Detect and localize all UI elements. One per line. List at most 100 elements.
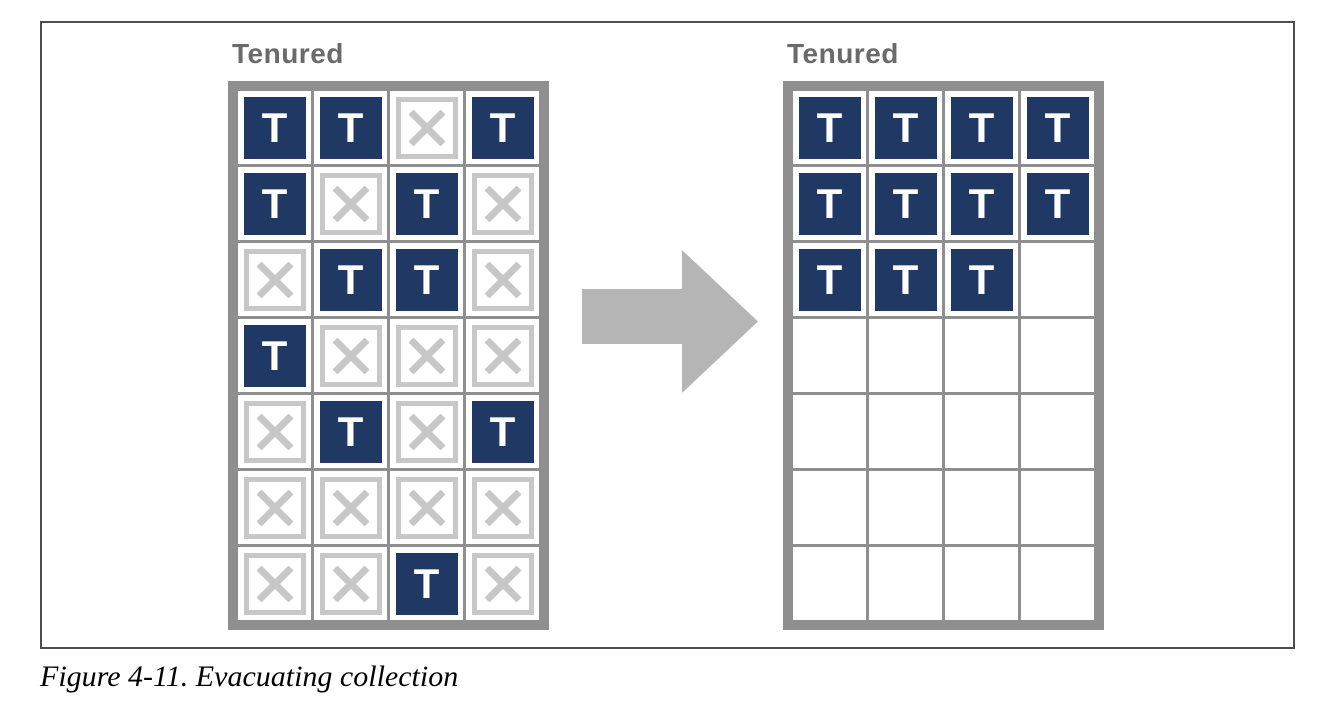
free-cell — [1021, 471, 1094, 544]
dead-object-x-icon — [319, 476, 382, 539]
tenured-object-cell: T — [793, 167, 866, 240]
tenured-object-square: T — [395, 248, 458, 311]
dead-object-cell — [466, 319, 539, 392]
tenured-object-square: T — [798, 172, 861, 235]
tenured-object-square: T — [243, 324, 306, 387]
free-cell — [793, 471, 866, 544]
free-cell — [1021, 243, 1094, 316]
dead-object-cell — [238, 395, 311, 468]
dead-object-x-icon — [395, 324, 458, 387]
dead-object-cell — [314, 471, 387, 544]
figure-caption: Figure 4-11. Evacuating collection — [40, 660, 459, 693]
tenured-object-square: T — [395, 552, 458, 615]
dead-object-cell — [238, 243, 311, 316]
free-cell — [793, 547, 866, 620]
dead-object-x-icon — [471, 248, 534, 311]
free-cell — [1021, 547, 1094, 620]
dead-object-cell — [314, 167, 387, 240]
tenured-object-cell: T — [869, 91, 942, 164]
dead-object-cell — [390, 395, 463, 468]
tenured-object-square: T — [874, 172, 937, 235]
dead-object-cell — [466, 471, 539, 544]
free-cell — [945, 319, 1018, 392]
dead-object-cell — [390, 471, 463, 544]
tenured-object-cell: T — [945, 91, 1018, 164]
dead-object-x-icon — [243, 248, 306, 311]
tenured-object-cell: T — [238, 167, 311, 240]
tenured-object-cell: T — [1021, 91, 1094, 164]
dead-object-x-icon — [471, 552, 534, 615]
tenured-object-square: T — [395, 172, 458, 235]
tenured-object-square: T — [319, 248, 382, 311]
tenured-object-cell: T — [390, 243, 463, 316]
tenured-object-square: T — [950, 96, 1013, 159]
tenured-object-square: T — [243, 172, 306, 235]
panel-title-after: Tenured — [787, 38, 899, 69]
dead-object-cell — [238, 471, 311, 544]
tenured-object-square: T — [1026, 96, 1089, 159]
free-cell — [869, 395, 942, 468]
tenured-object-square: T — [874, 96, 937, 159]
tenured-object-square: T — [471, 400, 534, 463]
tenured-object-cell: T — [390, 547, 463, 620]
free-cell — [793, 395, 866, 468]
panel-title-before: Tenured — [232, 38, 344, 69]
tenured-object-cell: T — [466, 91, 539, 164]
tenured-object-cell: T — [238, 319, 311, 392]
dead-object-x-icon — [319, 552, 382, 615]
dead-object-cell — [466, 547, 539, 620]
tenured-object-square: T — [319, 96, 382, 159]
tenured-object-cell: T — [314, 243, 387, 316]
dead-object-x-icon — [319, 172, 382, 235]
dead-object-cell — [390, 319, 463, 392]
dead-object-cell — [238, 547, 311, 620]
tenured-object-cell: T — [793, 243, 866, 316]
free-cell — [1021, 395, 1094, 468]
dead-object-x-icon — [471, 172, 534, 235]
free-cell — [869, 319, 942, 392]
dead-object-x-icon — [319, 324, 382, 387]
tenured-object-cell: T — [945, 167, 1018, 240]
dead-object-cell — [314, 547, 387, 620]
dead-object-x-icon — [395, 476, 458, 539]
tenured-object-square: T — [243, 96, 306, 159]
free-cell — [793, 319, 866, 392]
tenured-object-cell: T — [1021, 167, 1094, 240]
tenured-object-cell: T — [390, 167, 463, 240]
free-cell — [1021, 319, 1094, 392]
dead-object-x-icon — [395, 400, 458, 463]
tenured-object-square: T — [950, 248, 1013, 311]
dead-object-x-icon — [243, 400, 306, 463]
tenured-object-cell: T — [793, 91, 866, 164]
tenured-object-cell: T — [466, 395, 539, 468]
dead-object-cell — [314, 319, 387, 392]
dead-object-cell — [466, 167, 539, 240]
dead-object-cell — [390, 91, 463, 164]
free-cell — [945, 547, 1018, 620]
tenured-object-cell: T — [869, 243, 942, 316]
dead-object-x-icon — [395, 96, 458, 159]
dead-object-x-icon — [471, 324, 534, 387]
free-cell — [945, 395, 1018, 468]
tenured-object-square: T — [798, 248, 861, 311]
tenured-object-cell: T — [869, 167, 942, 240]
tenured-object-cell: T — [945, 243, 1018, 316]
dead-object-x-icon — [243, 552, 306, 615]
tenured-object-square: T — [798, 96, 861, 159]
tenured-object-square: T — [950, 172, 1013, 235]
dead-object-x-icon — [243, 476, 306, 539]
free-cell — [945, 471, 1018, 544]
tenured-object-cell: T — [238, 91, 311, 164]
dead-object-x-icon — [471, 476, 534, 539]
tenured-object-cell: T — [314, 91, 387, 164]
tenured-object-square: T — [1026, 172, 1089, 235]
dead-object-cell — [466, 243, 539, 316]
free-cell — [869, 471, 942, 544]
tenured-object-square: T — [471, 96, 534, 159]
